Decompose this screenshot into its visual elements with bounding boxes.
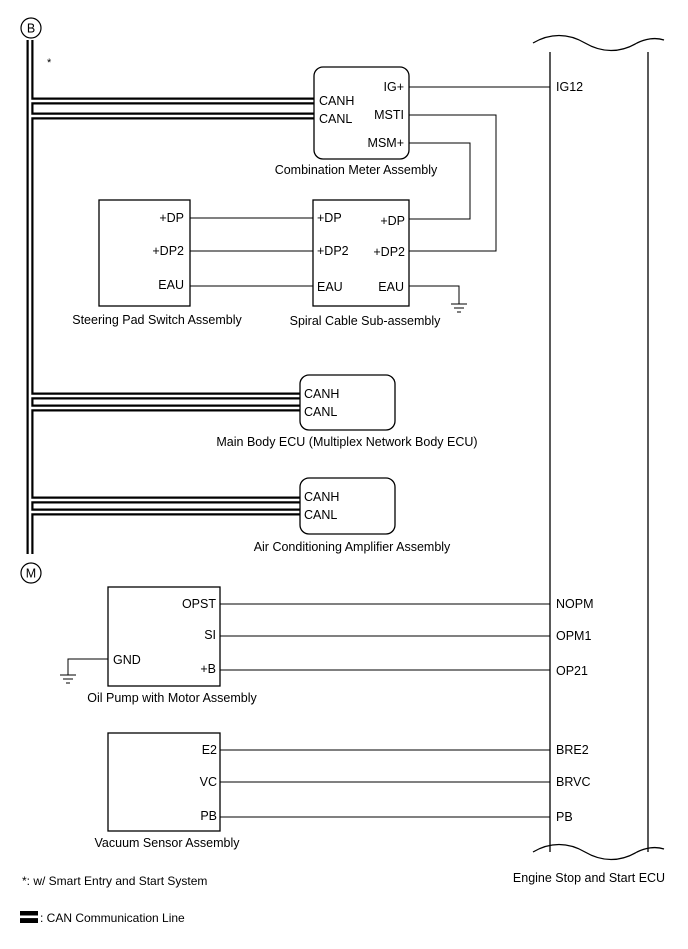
steering-name: Steering Pad Switch Assembly [72,313,242,327]
mainbody-pin-canl: CANL [304,405,337,419]
ac-name: Air Conditioning Amplifier Assembly [254,540,451,554]
ac-pin-canh: CANH [304,490,339,504]
can-bus [26,40,314,554]
meter-pin-canh: CANH [319,94,354,108]
oilpump-name: Oil Pump with Motor Assembly [87,691,257,705]
meter-pin-msm: MSM+ [368,136,404,150]
vacuum-name: Vacuum Sensor Assembly [95,836,241,850]
mainbody-name: Main Body ECU (Multiplex Network Body EC… [216,435,477,449]
steering-pin-dp: +DP [159,211,184,225]
spiral-pin-eau-left: EAU [317,280,343,294]
ecu-name: Engine Stop and Start ECU [513,871,665,885]
meter-pin-canl: CANL [319,112,352,126]
ecu-pin-brvc: BRVC [556,775,591,789]
vacuum-sensor-assembly: E2 VC PB Vacuum Sensor Assembly [95,732,241,850]
oilpump-pin-opst: OPST [182,597,216,611]
oilpump-pin-b: +B [200,662,216,676]
air-conditioning-amplifier-assembly: CANH CANL Air Conditioning Amplifier Ass… [254,477,451,554]
ac-pin-canl: CANL [304,508,337,522]
engine-stop-start-ecu: IG12 NOPM OPM1 OP21 BRE2 BRVC PB Engine … [513,34,665,885]
spiral-pin-dp-right: +DP [380,214,405,228]
connector-m: M [20,562,42,584]
vacuum-pin-pb: PB [200,809,217,823]
ecu-pin-nopm: NOPM [556,597,594,611]
oilpump-pin-gnd: GND [113,653,141,667]
vacuum-pin-e2: E2 [202,743,217,757]
oilpump-pin-si: SI [204,628,216,642]
spiral-pin-eau-right: EAU [378,280,404,294]
connector-m-label: M [26,567,36,581]
main-body-ecu: CANH CANL Main Body ECU (Multiplex Netwo… [216,374,478,449]
connector-b: B [20,17,42,39]
spiral-pin-dp2-left: +DP2 [317,244,349,258]
connector-b-label: B [27,22,35,36]
asterisk-mark: * [47,57,52,69]
ecu-pin-bre2: BRE2 [556,743,589,757]
ground-icon [60,674,76,684]
can-legend-label: : CAN Communication Line [40,911,185,925]
spiral-cable-sub-assembly: +DP +DP2 EAU +DP +DP2 EAU Spiral Cable S… [290,199,442,328]
can-line-legend-icon [20,911,38,923]
ecu-pin-op21: OP21 [556,664,588,678]
asterisk-footnote: *: w/ Smart Entry and Start System [22,874,207,888]
ecu-pin-pb: PB [556,810,573,824]
spiral-pin-dp-left: +DP [317,211,342,225]
signal-wires [67,86,550,818]
meter-pin-msti: MSTI [374,108,404,122]
steering-pad-switch-assembly: +DP +DP2 EAU Steering Pad Switch Assembl… [72,199,243,327]
meter-pin-ig: IG+ [384,80,405,94]
ecu-pin-ig12: IG12 [556,80,583,94]
ground-icon [451,303,467,313]
vacuum-pin-vc: VC [200,775,217,789]
spiral-name: Spiral Cable Sub-assembly [290,314,442,328]
mainbody-pin-canh: CANH [304,387,339,401]
ecu-pin-opm1: OPM1 [556,629,591,643]
steering-pin-eau: EAU [158,278,184,292]
spiral-pin-dp2-right: +DP2 [373,245,405,259]
steering-pin-dp2: +DP2 [152,244,184,258]
oil-pump-with-motor-assembly: OPST SI +B GND Oil Pump with Motor Assem… [87,586,257,705]
meter-name: Combination Meter Assembly [275,163,438,177]
combination-meter-assembly: CANH CANL IG+ MSTI MSM+ Combination Mete… [275,66,438,177]
